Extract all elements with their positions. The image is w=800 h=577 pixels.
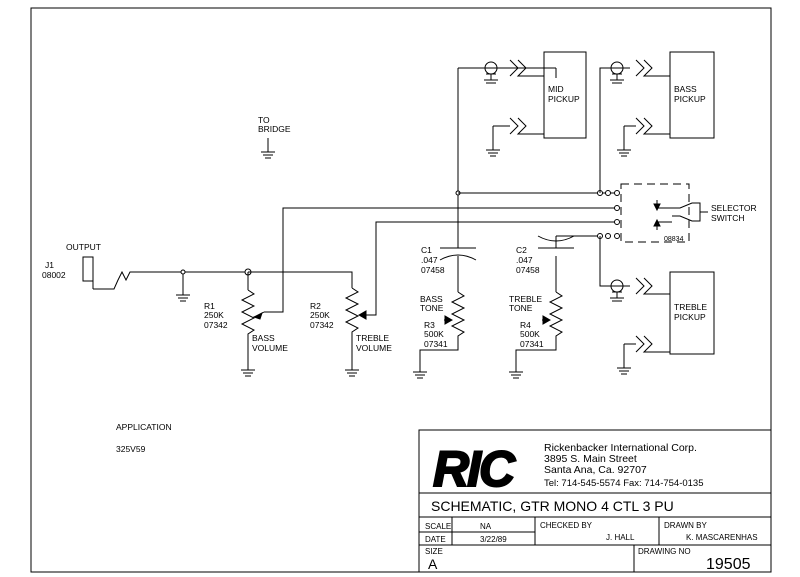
bass-pickup-label: BASS [674,84,697,94]
c1-value: .047 [421,255,438,265]
selector-label: SWITCH [711,213,745,223]
j1-part: 08002 [42,270,66,280]
drawing-title: SCHEMATIC, GTR MONO 4 CTL 3 PU [431,498,674,514]
r2-resistor [344,287,360,370]
r1-value: 250K [204,310,224,320]
bass-pickup-label: PICKUP [674,94,706,104]
company-city: Santa Ana, Ca. 92707 [544,464,647,476]
application-value: 325V59 [116,444,146,454]
c2-value: .047 [516,255,533,265]
treble-pickup-label: TREBLE [674,302,707,312]
treble-pickup [669,271,715,355]
ground-symbol [345,369,359,377]
selector-switch [614,183,708,243]
r3-resistor [419,291,466,372]
r4-label: R4 [520,320,531,330]
company-name: Rickenbacker International Corp. [544,442,697,454]
output-label: OUTPUT [66,242,101,252]
company-address: 3895 S. Main Street [544,453,637,465]
treble-pickup-label: PICKUP [674,312,706,322]
junction-dot [180,269,186,275]
date-value: 3/22/89 [480,535,507,544]
pickups [484,51,715,368]
ground-symbol [610,297,624,302]
ground-symbol [610,79,624,84]
ground-symbol [509,371,523,379]
mid-pickup-label: PICKUP [548,94,580,104]
r2-name: TREBLE [356,333,389,343]
drawn-by-value: K. MASCARENHAS [686,533,758,542]
checked-by-label: CHECKED BY [540,521,593,530]
ground-symbol [413,371,427,379]
ground-symbol [176,294,190,302]
r4-name: TONE [509,303,533,313]
scale-value: NA [480,522,492,531]
r3-name: TONE [420,303,444,313]
title-block: RIC Rickenbacker International Corp. 389… [418,429,772,573]
ground-symbols [176,79,631,379]
to-bridge-label: TO [258,115,270,125]
size-value: A [428,556,438,572]
bass-pickup [669,51,715,139]
r3-part: 07341 [424,339,448,349]
r3-value: 500K [424,329,444,339]
ground-symbol [484,79,498,84]
ground-symbol [241,369,255,377]
r1-label: R1 [204,301,215,311]
circuit-wiring [82,67,630,372]
sheet-border [30,7,772,573]
r2-part: 07342 [310,320,334,330]
ground-symbol [261,138,275,159]
application-label: APPLICATION [116,422,172,432]
ground-symbol [486,149,500,157]
c1-label: C1 [421,245,432,255]
ric-logo: RIC [432,440,519,498]
r2-value: 250K [310,310,330,320]
ground-symbol [617,367,631,375]
selector-switch-outline [620,183,690,243]
c2-part: 07458 [516,265,540,275]
drawn-by-label: DRAWN BY [664,521,707,530]
r4-value: 500K [520,329,540,339]
component-labels: OUTPUT J1 08002 TO BRIDGE R1 250K 07342 … [42,84,757,454]
selector-part: 08834 [664,236,684,243]
c1-part: 07458 [421,265,445,275]
checked-by-value: J. HALL [606,533,635,542]
junction-dot [605,190,611,196]
drawing-no-label: DRAWING NO [638,547,691,556]
r4-part: 07341 [520,339,544,349]
j1-label: J1 [45,260,54,270]
c2-label: C2 [516,245,527,255]
r2-label: R2 [310,301,321,311]
size-label: SIZE [425,547,443,556]
r1-name: BASS [252,333,275,343]
selector-label: SELECTOR [711,203,757,213]
r2-name: VOLUME [356,343,392,353]
scale-label: SCALE [425,522,451,531]
r3-name: BASS [420,294,443,304]
to-bridge-label: BRIDGE [258,124,291,134]
r1-resistor [240,289,256,370]
date-label: DATE [425,535,446,544]
r1-part: 07342 [204,320,228,330]
drawing-no-value: 19505 [706,556,751,573]
mid-pickup [543,51,587,139]
r4-resistor [515,291,564,372]
r1-name: VOLUME [252,343,288,353]
r4-name: TREBLE [509,294,542,304]
ground-symbol [617,149,631,157]
r3-label: R3 [424,320,435,330]
output-jack-j1 [82,256,94,282]
mid-pickup-label: MID [548,84,564,94]
ric-logo-text: RIC [433,441,516,497]
company-phone: Tel: 714-545-5574 Fax: 714-754-0135 [544,478,704,489]
junction-dot [605,233,611,239]
